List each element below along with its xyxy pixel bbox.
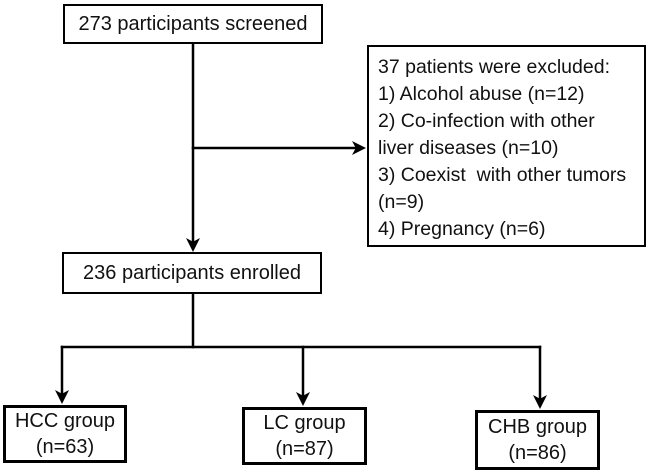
arrowhead-into-lc — [296, 392, 310, 406]
excluded-box: 37 patients were excluded: 1) Alcohol ab… — [367, 45, 646, 247]
arrowhead-into-excluded — [352, 141, 366, 155]
arrowhead-into-hcc — [55, 390, 69, 404]
enrolled-box: 236 participants enrolled — [62, 252, 322, 294]
screened-box: 273 participants screened — [63, 4, 323, 44]
enrolled-label: 236 participants enrolled — [83, 261, 301, 284]
lc-group-label: LC group — [263, 412, 346, 434]
arrowhead-into-chb — [533, 395, 547, 409]
hcc-group-box: HCC group (n=63) — [3, 405, 127, 463]
lc-group-box: LC group (n=87) — [242, 407, 367, 465]
arrowhead-into-enrolled — [186, 238, 200, 252]
hcc-group-label: HCC group — [14, 410, 116, 432]
chb-group-label: CHB group — [488, 416, 587, 438]
hcc-group-count: (n=63) — [35, 436, 95, 458]
excluded-text: 37 patients were excluded: 1) Alcohol ab… — [378, 56, 627, 240]
screened-label: 273 participants screened — [78, 12, 308, 35]
chb-group-count: (n=86) — [508, 442, 567, 464]
chb-group-box: CHB group (n=86) — [475, 410, 600, 470]
lc-group-count: (n=87) — [275, 438, 334, 460]
